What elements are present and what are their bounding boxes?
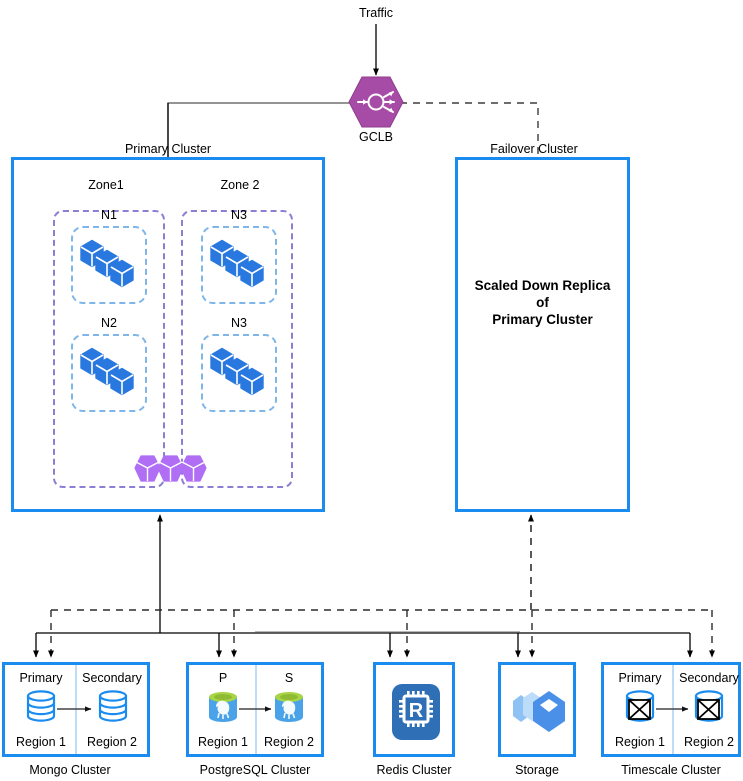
gclb-node[interactable] bbox=[348, 76, 404, 128]
postgresql-icon bbox=[206, 689, 240, 732]
timescale-secondary-role: Secondary bbox=[679, 671, 739, 685]
primary-cluster-panel[interactable]: Zone1 N1 bbox=[11, 157, 325, 512]
service-box-storage[interactable] bbox=[498, 662, 576, 757]
redis-icon: R bbox=[390, 678, 442, 751]
storage-caption: Storage bbox=[515, 763, 559, 777]
node-box-n2 bbox=[71, 334, 147, 412]
postgresql-cluster-caption: PostgreSQL Cluster bbox=[199, 763, 311, 777]
mongodb-icon bbox=[23, 689, 59, 730]
mongo-primary-role: Primary bbox=[19, 671, 63, 685]
service-box-mongo[interactable]: Primary Secondary bbox=[2, 662, 150, 757]
primary-cluster-title: Primary Cluster bbox=[124, 142, 212, 156]
postgres-secondary-role: S bbox=[284, 671, 294, 685]
zone1-title: Zone1 bbox=[88, 178, 124, 192]
mongo-secondary-role: Secondary bbox=[82, 671, 142, 685]
cloud-storage-icon bbox=[511, 685, 569, 744]
postgres-replication-arrow bbox=[239, 706, 272, 712]
load-balancer-icon bbox=[348, 76, 404, 128]
timescale-secondary-region: Region 2 bbox=[683, 735, 735, 749]
zone-box-zone1 bbox=[53, 210, 165, 488]
node-box-n1 bbox=[71, 226, 147, 304]
node-title-n2: N2 bbox=[101, 316, 117, 330]
timescale-primary-role: Primary bbox=[618, 671, 662, 685]
timescale-replication-arrow bbox=[656, 706, 689, 712]
zone-box-zone2 bbox=[181, 210, 293, 488]
failover-body-line3: Primary Cluster bbox=[492, 312, 593, 327]
node-title-n3-b: N3 bbox=[231, 316, 247, 330]
failover-body-line2: of bbox=[536, 295, 549, 310]
mongodb-icon bbox=[95, 689, 131, 730]
kubernetes-pods-icon bbox=[79, 236, 141, 299]
mongo-replication-arrow bbox=[57, 706, 92, 712]
postgres-primary-role: P bbox=[218, 671, 228, 685]
traffic-label: Traffic bbox=[358, 6, 394, 20]
node-box-n3-b bbox=[201, 334, 277, 412]
postgresql-icon bbox=[272, 689, 306, 732]
mongo-secondary-region: Region 2 bbox=[86, 735, 138, 749]
postgres-secondary-region: Region 2 bbox=[263, 735, 315, 749]
node-box-n3-a bbox=[201, 226, 277, 304]
node-title-n3-a: N3 bbox=[231, 208, 247, 222]
failover-body-line1: Scaled Down Replica bbox=[474, 278, 611, 293]
node-title-n1: N1 bbox=[101, 208, 117, 222]
timescale-cluster-caption: Timescale Cluster bbox=[621, 763, 721, 777]
service-box-postgresql[interactable]: P S bbox=[186, 662, 324, 757]
failover-cluster-panel[interactable]: Scaled Down Replica of Primary Cluster bbox=[455, 157, 630, 512]
redis-cluster-caption: Redis Cluster bbox=[376, 763, 452, 777]
service-box-redis[interactable]: R bbox=[373, 662, 455, 757]
mongo-primary-region: Region 1 bbox=[15, 735, 67, 749]
timescaledb-icon bbox=[691, 689, 727, 730]
mongo-cluster-caption: Mongo Cluster bbox=[29, 763, 111, 777]
kubernetes-pods-icon bbox=[79, 344, 141, 407]
kubernetes-pods-icon bbox=[209, 344, 271, 407]
hexagon-pods-icon bbox=[132, 452, 210, 493]
service-box-timescale[interactable]: Primary Secondary bbox=[601, 662, 741, 757]
kubernetes-pods-icon bbox=[209, 236, 271, 299]
failover-cluster-title: Failover Cluster bbox=[490, 142, 578, 156]
timescale-primary-region: Region 1 bbox=[614, 735, 666, 749]
zone2-title: Zone 2 bbox=[220, 178, 260, 192]
postgres-primary-region: Region 1 bbox=[197, 735, 249, 749]
svg-text:R: R bbox=[409, 700, 424, 722]
timescaledb-icon bbox=[622, 689, 658, 730]
gclb-label: GCLB bbox=[358, 130, 394, 144]
